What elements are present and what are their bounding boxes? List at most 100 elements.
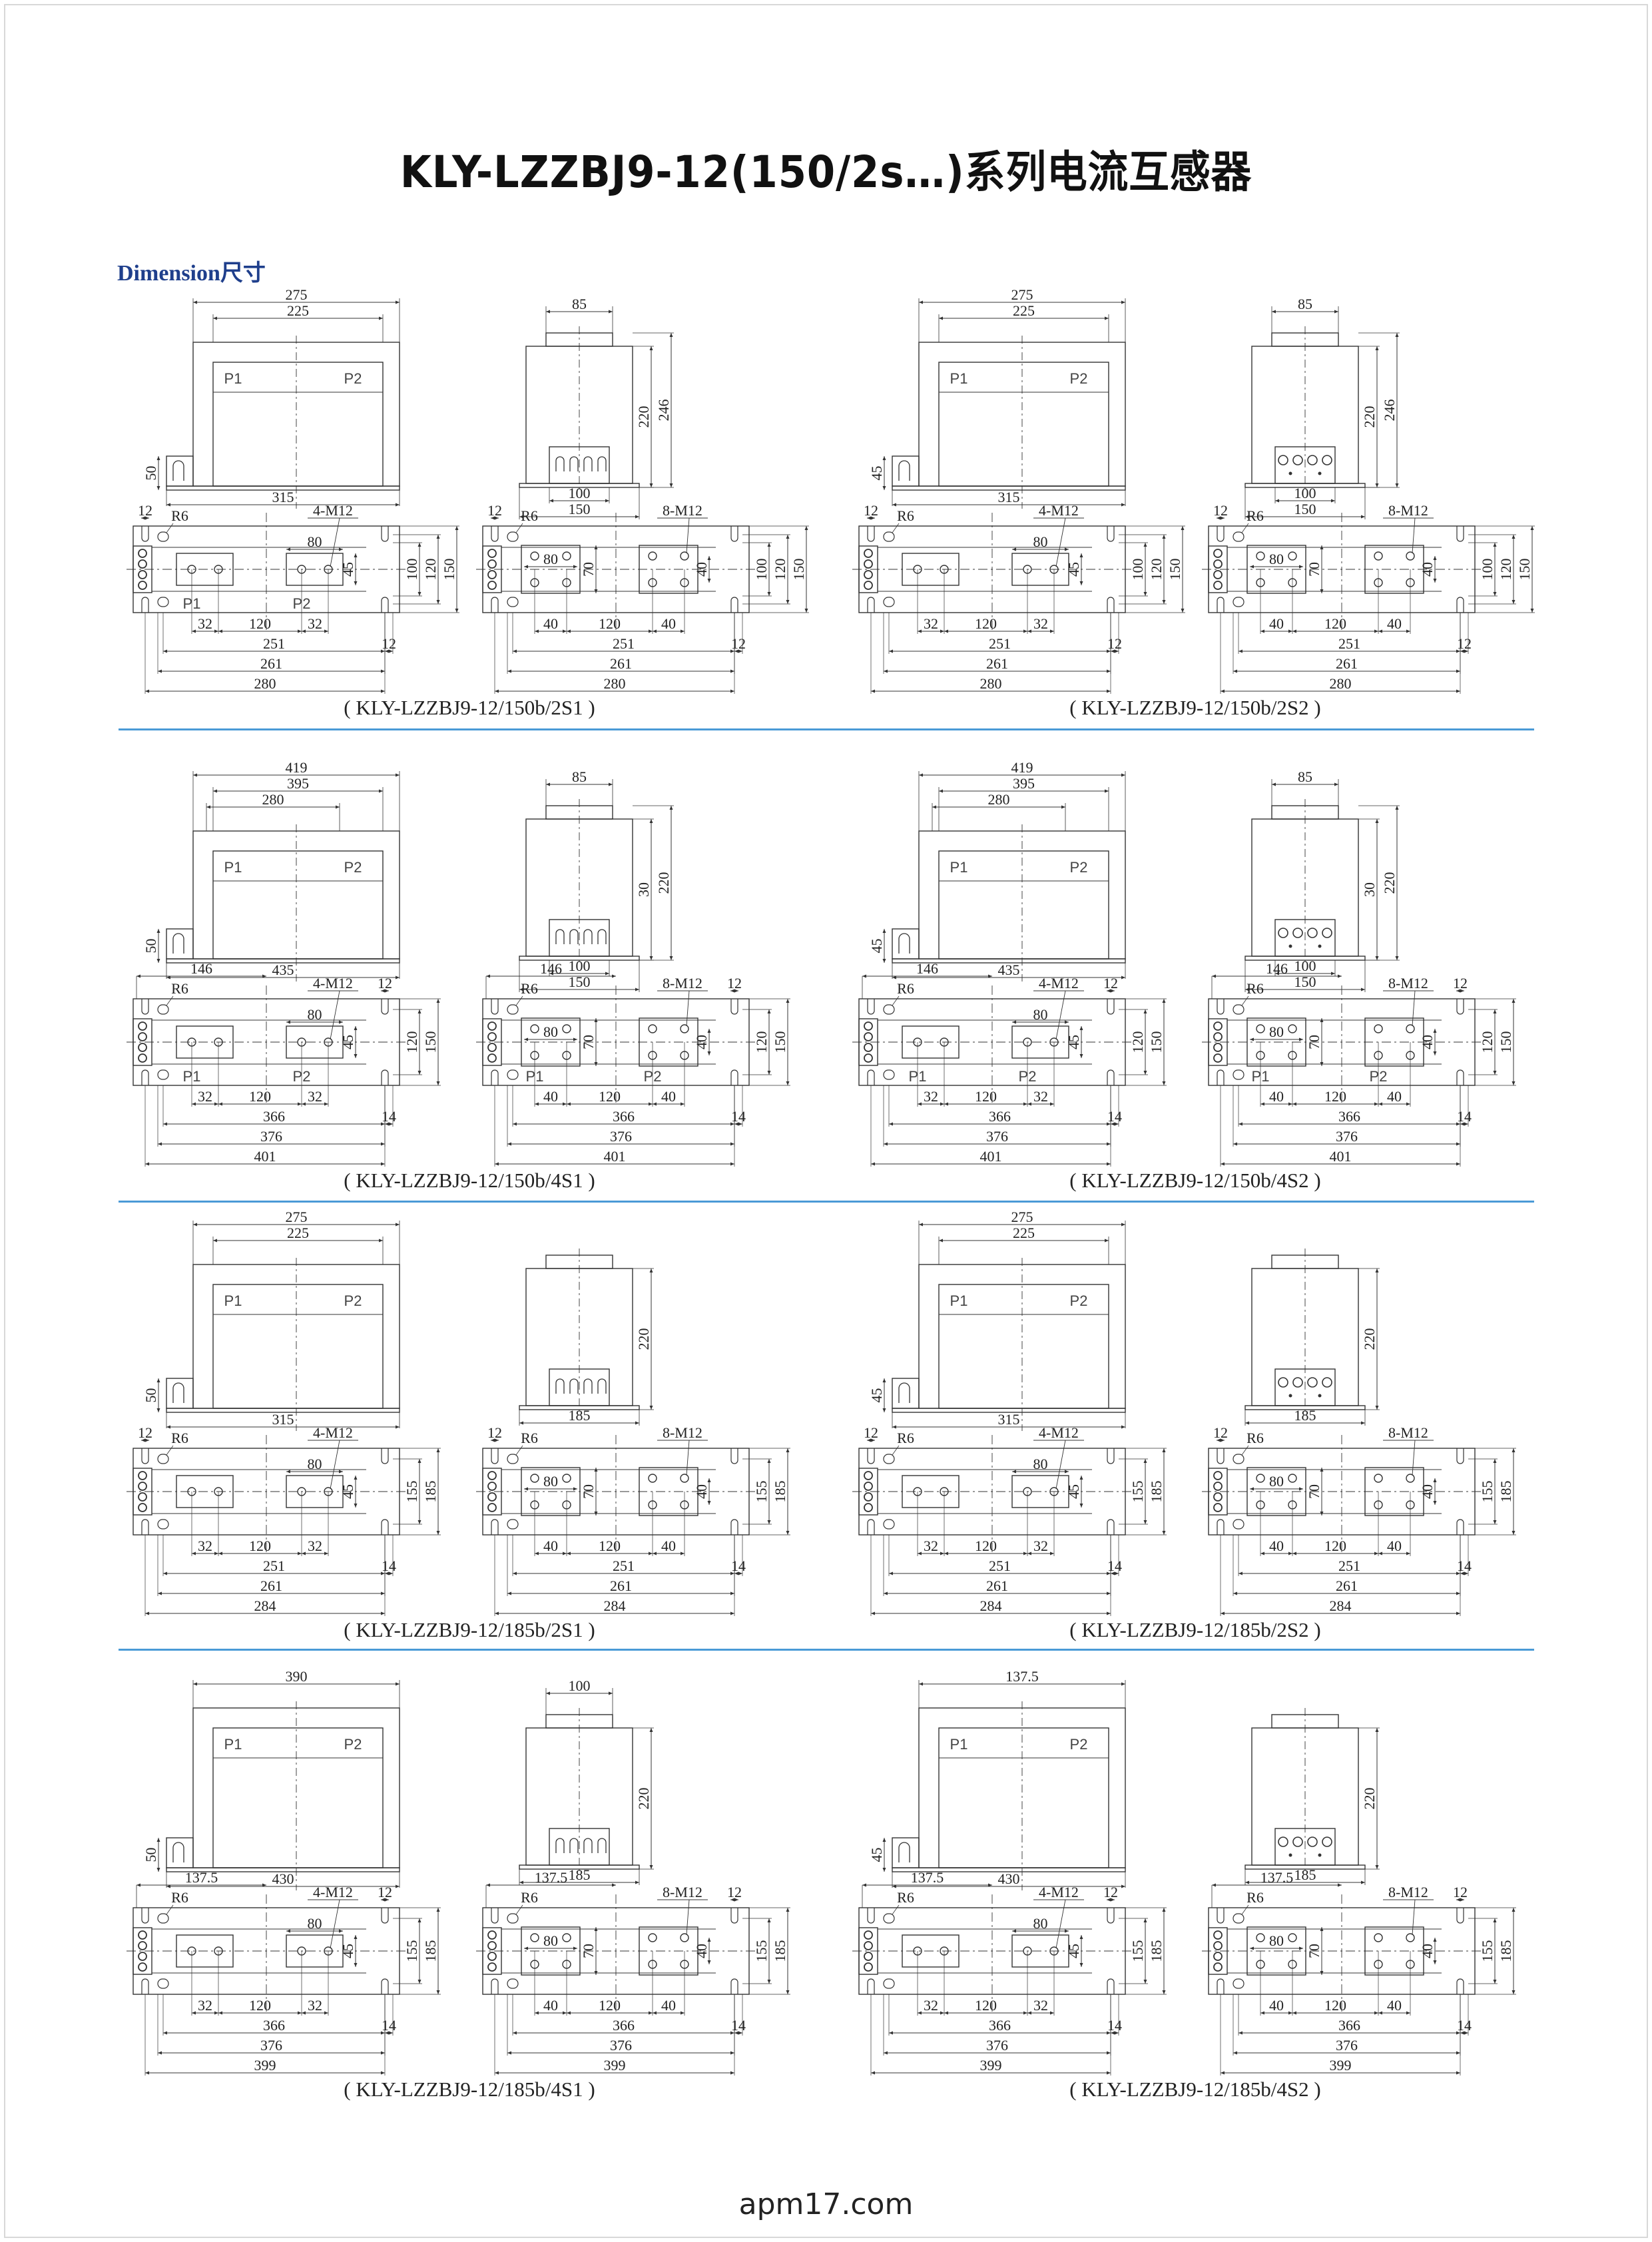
- arrowhead: [649, 1268, 653, 1272]
- mounting-hole: [507, 1069, 519, 1080]
- dimension-vertical: 150: [1167, 526, 1185, 613]
- dimension-horizontal: 32: [302, 1538, 328, 1555]
- mounting-slot: [141, 1069, 149, 1085]
- arrowhead: [1292, 629, 1296, 633]
- arrowhead: [214, 1102, 218, 1106]
- arrowhead: [381, 2071, 385, 2075]
- bolt-hole: [562, 1024, 571, 1033]
- dimension-label: 120: [1324, 615, 1346, 632]
- side-base-plate: [519, 1864, 640, 1870]
- mounting-slot: [730, 999, 738, 1015]
- primary-terminal-p2: [639, 1017, 698, 1067]
- dimension-label: 14: [731, 2017, 746, 2034]
- dimension-label: 395: [287, 775, 309, 792]
- dimension-label: 14: [382, 1108, 396, 1125]
- arrowhead: [1239, 1122, 1242, 1126]
- dimension-horizontal: 40: [653, 1538, 685, 1555]
- arrowhead: [145, 516, 149, 520]
- terminal-label-p2: P2: [1070, 1736, 1088, 1753]
- primary-terminal-p1: [1246, 545, 1306, 594]
- dimension-label: 32: [924, 1088, 938, 1105]
- arrowhead: [649, 1551, 653, 1555]
- arrowhead: [573, 1037, 577, 1041]
- dimension-label: 14: [1457, 2017, 1472, 2034]
- arrowhead: [1107, 2051, 1111, 2055]
- outline: [515, 995, 523, 1006]
- arrowhead: [145, 2071, 149, 2075]
- dimension-horizontal: 284: [145, 1597, 385, 1615]
- dimension-vertical: 120: [422, 535, 440, 604]
- dimension-vertical: 100: [404, 543, 421, 596]
- arrowhead: [738, 1122, 742, 1126]
- dimension-horizontal: 32: [1027, 1538, 1054, 1555]
- terminal-screw: [1213, 1482, 1223, 1491]
- dimension-label: 32: [198, 1538, 212, 1554]
- arrowhead: [734, 1898, 738, 1902]
- arrowhead: [396, 503, 400, 507]
- mounting-slot: [1217, 597, 1225, 613]
- arrowhead: [1107, 2071, 1111, 2075]
- bolt-hole: [1374, 1933, 1383, 1942]
- dimension-label: 120: [753, 1031, 770, 1053]
- arrowhead: [1111, 1571, 1115, 1575]
- arrowhead: [385, 989, 389, 993]
- dimension-label: 120: [404, 1031, 420, 1053]
- dimension-label: 280: [980, 675, 1002, 692]
- dimension-label: 70: [580, 1035, 597, 1049]
- dimension-label: 12: [727, 1884, 742, 1900]
- dimension-label: 280: [604, 675, 626, 692]
- arrowhead: [417, 543, 421, 547]
- bolt-hole: [1374, 1024, 1383, 1033]
- base-plate: [166, 485, 400, 491]
- dimension-vertical: 50: [142, 456, 160, 490]
- dimension-horizontal: 120: [567, 1538, 653, 1555]
- mounting-slot: [1456, 1978, 1464, 1994]
- dimension-label: 12: [1453, 1884, 1468, 1900]
- dimension-label: 120: [1324, 1997, 1346, 2014]
- dimension-label: 261: [260, 1577, 282, 1594]
- side-base-plate: [519, 1405, 640, 1410]
- dimension-horizontal: 40: [1260, 1538, 1292, 1555]
- arrowhead: [156, 929, 160, 933]
- arrowhead: [381, 1591, 385, 1595]
- arrowhead: [1433, 1051, 1437, 1055]
- dimension-label: 120: [422, 559, 439, 581]
- arrowhead: [1493, 543, 1497, 547]
- arrowhead: [145, 1611, 149, 1615]
- mounting-slot: [867, 526, 875, 542]
- dimension-label: 246: [1381, 400, 1398, 421]
- dimension-label: 275: [286, 286, 308, 303]
- dimension-vertical: 40: [693, 1938, 711, 1964]
- arrowhead: [944, 1102, 948, 1106]
- secondary-terminal-block: [133, 1927, 152, 1975]
- arrowhead: [385, 1898, 389, 1902]
- dimension-horizontal: 251: [163, 1557, 385, 1575]
- arrowhead: [707, 579, 711, 583]
- arrowhead: [1250, 1487, 1254, 1491]
- arrowhead: [669, 806, 673, 810]
- arrowhead: [1065, 1929, 1069, 1933]
- outline: [892, 1445, 900, 1456]
- arrowhead: [145, 1438, 149, 1442]
- arrowhead: [1245, 1880, 1249, 1884]
- dimension-label: 40: [543, 1088, 558, 1105]
- dimension-label: 185: [1148, 1481, 1165, 1503]
- arrowhead: [1512, 1081, 1515, 1085]
- dimension-horizontal: 395: [213, 775, 383, 793]
- arrowhead: [1217, 1438, 1221, 1442]
- dimension-label: 32: [198, 615, 212, 632]
- dimension-label: 12: [731, 635, 746, 652]
- dimension-horizontal: 40: [1378, 1997, 1410, 2015]
- arrowhead: [158, 669, 162, 673]
- terminal-screw: [1213, 570, 1223, 579]
- arrowhead: [734, 989, 738, 993]
- primary-terminal-p2: [1364, 1017, 1424, 1067]
- dimension-horizontal: 14: [1107, 2017, 1122, 2035]
- thread-callout: 8-M12: [1388, 1424, 1428, 1441]
- dimension-label: 275: [286, 1209, 308, 1225]
- radius-label: R6: [1246, 980, 1264, 997]
- arrowhead: [298, 2011, 302, 2015]
- dimension-label: 12: [138, 502, 152, 519]
- arrowhead: [889, 649, 893, 653]
